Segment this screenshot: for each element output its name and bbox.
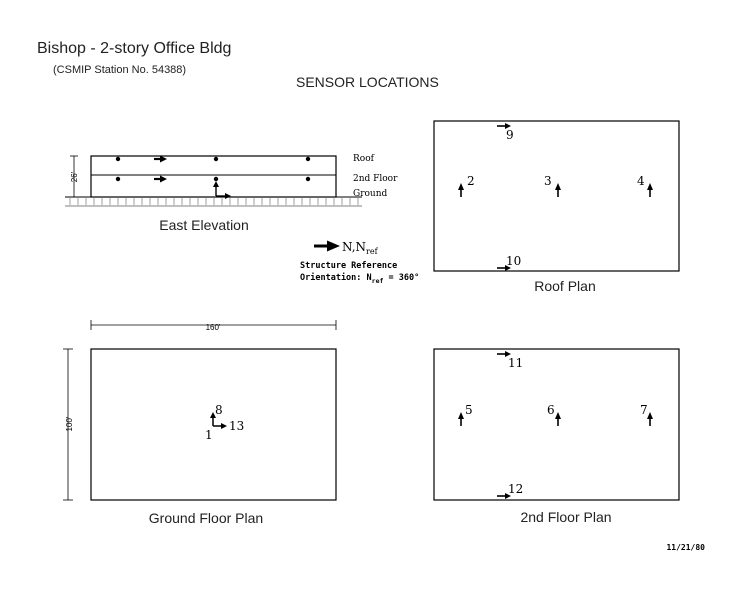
sensor-locations-heading: SENSOR LOCATIONS bbox=[296, 74, 439, 90]
sensor-label-10: 10 bbox=[506, 254, 521, 268]
sensor-arrow-icon bbox=[154, 155, 167, 163]
sensor-arrow-icon bbox=[458, 183, 464, 197]
ground-triaxial-icon bbox=[210, 412, 227, 429]
sensor-label-12: 12 bbox=[508, 482, 523, 496]
ground-triaxial-icon bbox=[213, 181, 231, 199]
north-arrow-icon bbox=[314, 240, 340, 252]
north-label: N,N bbox=[342, 240, 366, 254]
svg-text:Orientation: Nref = 360°: Orientation: Nref = 360° bbox=[300, 272, 419, 285]
north-reference: N,Nref Structure Reference Orientation: … bbox=[300, 240, 419, 285]
sensor-dot bbox=[305, 156, 311, 162]
sensor-dot bbox=[115, 156, 121, 162]
north-ref-subscript: ref bbox=[366, 247, 379, 256]
sensor-arrow-icon bbox=[497, 351, 511, 357]
sensor-dot bbox=[213, 156, 219, 162]
station-number: (CSMIP Station No. 54388) bbox=[53, 64, 187, 76]
sensor-dot bbox=[115, 176, 121, 182]
sensor-arrow-icon bbox=[555, 183, 561, 197]
ground-width-label: 160' bbox=[206, 323, 221, 332]
ground-floor-plan-caption: Ground Floor Plan bbox=[149, 510, 263, 526]
east-elevation: 26' bbox=[65, 154, 398, 233]
sensor-arrow-icon bbox=[647, 183, 653, 197]
ground-depth-label: 100' bbox=[65, 416, 74, 431]
sensor-arrow-icon bbox=[497, 123, 511, 129]
sensor-label-7: 7 bbox=[640, 403, 648, 417]
reference-line-1: Structure Reference bbox=[300, 261, 397, 271]
level-label-roof: Roof bbox=[353, 154, 375, 164]
date-stamp: 11/21/80 bbox=[666, 543, 705, 552]
sensor-arrow-icon bbox=[458, 412, 464, 426]
sensor-label-4: 4 bbox=[637, 174, 645, 188]
page-title: Bishop - 2-story Office Bldg bbox=[37, 40, 232, 57]
sensor-arrow-icon bbox=[497, 493, 511, 499]
second-floor-plan-caption: 2nd Floor Plan bbox=[520, 509, 611, 525]
sensor-dot bbox=[213, 176, 219, 182]
sensor-label-1: 1 bbox=[205, 428, 213, 442]
sensor-label-6: 6 bbox=[547, 403, 555, 417]
roof-plan-caption: Roof Plan bbox=[534, 278, 595, 294]
sensor-arrow-icon bbox=[154, 175, 167, 183]
sensor-dot bbox=[305, 176, 311, 182]
sensor-label-5: 5 bbox=[465, 403, 473, 417]
level-label-ground: Ground bbox=[353, 189, 388, 199]
sensor-label-13: 13 bbox=[229, 419, 244, 433]
sensor-arrow-icon bbox=[497, 265, 511, 271]
level-label-2nd-floor: 2nd Floor bbox=[353, 174, 398, 184]
sensor-label-8: 8 bbox=[215, 403, 223, 417]
sensor-label-11: 11 bbox=[508, 356, 523, 370]
elevation-height-label: 26' bbox=[70, 171, 79, 182]
reference-line-2-prefix: Orientation: N bbox=[300, 272, 372, 283]
sensor-label-2: 2 bbox=[467, 174, 475, 188]
reference-line-2-suffix: = 360° bbox=[383, 273, 419, 283]
second-floor-plan: 11 5 6 7 12 2n bbox=[433, 348, 680, 525]
east-elevation-caption: East Elevation bbox=[159, 217, 249, 233]
roof-plan: 9 2 3 4 10 Roo bbox=[433, 120, 680, 294]
svg-text:N,Nref: N,Nref bbox=[342, 240, 379, 256]
sensor-arrow-icon bbox=[647, 412, 653, 426]
sensor-label-3: 3 bbox=[544, 174, 552, 188]
reference-line-2-sub: ref bbox=[372, 277, 384, 285]
ground-floor-plan: 160' 100' 8 1 13 Ground Floor Plan bbox=[63, 320, 337, 526]
sensor-arrow-icon bbox=[555, 412, 561, 426]
sensor-label-9: 9 bbox=[506, 128, 514, 142]
